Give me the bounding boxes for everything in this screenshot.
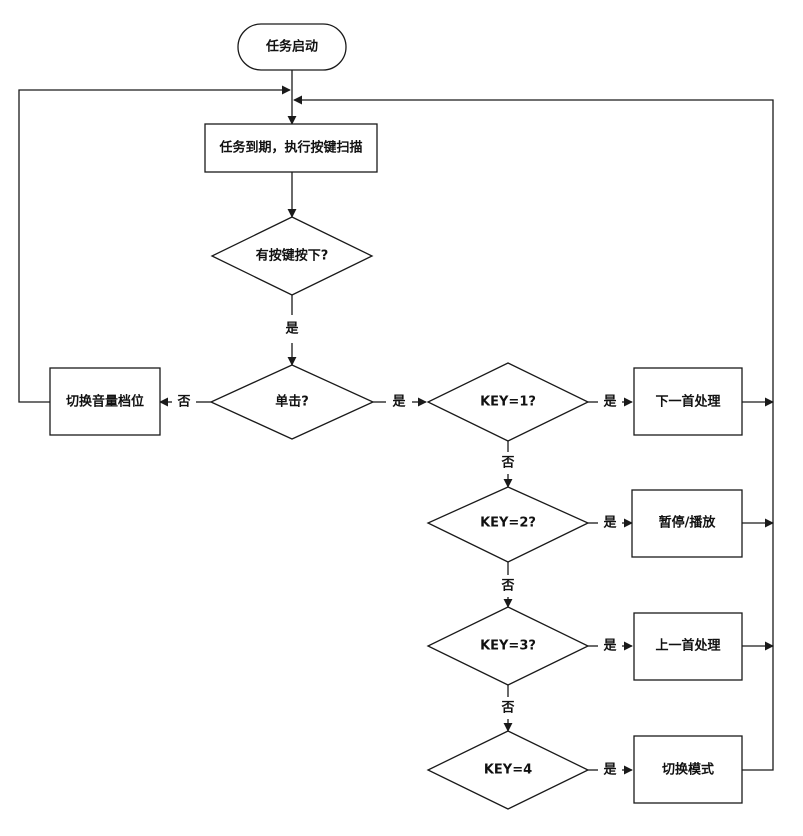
node-prev-track: 上一首处理 bbox=[633, 612, 743, 681]
label-yes-key2: 是 bbox=[602, 516, 617, 531]
node-single-click-label: 单击? bbox=[275, 394, 309, 410]
node-start: 任务启动 bbox=[237, 23, 347, 71]
edge-return-loop bbox=[293, 95, 774, 771]
label-yes-keypressed: 是 bbox=[284, 322, 299, 337]
edge-labels: 是 否 是 是 否 是 否 是 否 是 bbox=[176, 322, 617, 778]
label-no-key3: 否 bbox=[500, 701, 514, 716]
label-no-key2: 否 bbox=[500, 579, 514, 594]
label-yes-key1: 是 bbox=[602, 395, 617, 410]
label-yes-key3: 是 bbox=[602, 639, 617, 654]
label-yes-key4: 是 bbox=[602, 763, 617, 778]
connectors bbox=[18, 70, 774, 775]
node-key4-label: KEY=4 bbox=[484, 763, 532, 778]
node-key-pressed-label: 有按键按下? bbox=[256, 248, 329, 264]
node-prev-track-label: 上一首处理 bbox=[655, 638, 720, 654]
node-start-label: 任务启动 bbox=[265, 39, 318, 55]
node-switch-mode-label: 切换模式 bbox=[662, 762, 714, 778]
node-scan-label: 任务到期，执行按键扫描 bbox=[218, 140, 362, 156]
node-key1: KEY=1? bbox=[426, 362, 590, 442]
node-key1-label: KEY=1? bbox=[480, 395, 536, 410]
label-yes-single: 是 bbox=[391, 395, 406, 410]
node-pause-play: 暂停/播放 bbox=[631, 489, 743, 558]
node-key4: KEY=4 bbox=[426, 730, 590, 810]
node-key2: KEY=2? bbox=[426, 486, 590, 563]
node-pause-play-label: 暂停/播放 bbox=[659, 515, 717, 531]
node-key3-label: KEY=3? bbox=[480, 639, 536, 654]
label-no-key1: 否 bbox=[500, 456, 514, 471]
node-next-track: 下一首处理 bbox=[633, 367, 743, 436]
node-next-track-label: 下一首处理 bbox=[655, 394, 720, 410]
node-switch-mode: 切换模式 bbox=[633, 735, 743, 804]
label-no-single: 否 bbox=[176, 395, 190, 410]
node-key2-label: KEY=2? bbox=[480, 516, 536, 531]
node-key3: KEY=3? bbox=[426, 606, 590, 686]
node-scan: 任务到期，执行按键扫描 bbox=[204, 123, 378, 173]
node-switch-volume-label: 切换音量档位 bbox=[66, 394, 144, 410]
edge-volume-loop bbox=[18, 85, 291, 403]
node-key-pressed: 有按键按下? bbox=[210, 216, 374, 296]
node-single-click: 单击? bbox=[209, 364, 375, 440]
node-switch-volume: 切换音量档位 bbox=[49, 367, 161, 436]
